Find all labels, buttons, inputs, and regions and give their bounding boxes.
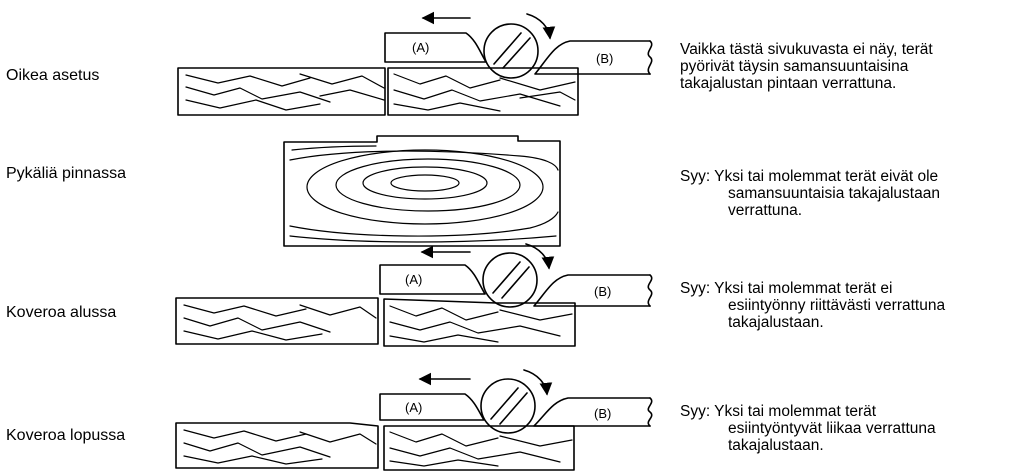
cutter-blade-line [501,266,530,299]
wood-grain [183,429,573,467]
blade-label-a: (A) [405,400,422,415]
cutter-head [482,252,538,308]
note-correct-setting: Vaikka tästä sivukuvasta ei näy, terät p… [680,41,1010,92]
workpiece-outfeed [383,425,575,471]
cutter-blade-line [499,392,528,425]
infeed-table-a [384,32,487,63]
blade-label-a: (A) [405,272,422,287]
row-label-notches-on-surface: Pykäliä pinnassa [6,165,127,182]
rotation-arrow [523,369,553,396]
infeed-table-a [379,393,485,421]
wood-grain [289,145,559,243]
note-line: Syy: Yksi tai molemmat terät [680,403,877,420]
rotation-arrow [525,243,555,270]
note-line: esiintyöntyvät liikaa verrattuna [728,420,936,437]
table-break-mark [647,274,653,307]
note-notches-on-surface: Syy: Yksi tai molemmat terät eivät ole s… [680,168,1010,219]
blade-label-b: (B) [594,406,611,421]
workpiece-outfeed [387,67,579,116]
wood-grain [183,304,573,343]
workpiece-infeed [175,297,379,345]
cutter-blade-line [492,261,521,294]
diagram-notches-on-surface [283,135,561,247]
infeed-table-a [379,264,486,295]
note-line: takajalustan pintaan verrattuna. [680,75,897,92]
workpiece-infeed [175,422,379,469]
cutter-blade-line [493,32,522,65]
diagram-concave-at-start: (A) (B) [175,243,653,347]
note-line: Syy: Yksi tai molemmat terät eivät ole [680,168,939,185]
table-break-mark [647,397,653,427]
blade-label-b: (B) [594,284,611,299]
row-label-concave-at-start: Koveroa alussa [6,304,117,321]
blade-label-b: (B) [596,51,613,66]
outfeed-table-b [533,397,651,427]
rotation-arrow [526,13,556,40]
note-line: Syy: Yksi tai molemmat terät ei [680,280,893,297]
workpiece-outfeed [383,298,576,347]
outfeed-table-b [534,40,651,75]
table-break-mark [647,40,653,75]
note-concave-at-end: Syy: Yksi tai molemmat terät esiintyönty… [680,403,1010,454]
note-line: takajalustaan. [728,437,824,454]
note-line: Vaikka tästä sivukuvasta ei näy, terät [680,41,933,58]
cutter-blade-line [502,37,531,69]
note-line: verrattuna. [728,202,803,219]
note-concave-at-start: Syy: Yksi tai molemmat terät ei esiintyö… [680,280,1010,331]
diagram-concave-at-end: (A) (B) [175,369,653,471]
cutter-head [483,23,539,79]
blade-label-a: (A) [412,40,429,55]
workpiece-infeed [177,67,386,116]
note-line: esiintyönny riittävästi verrattuna [728,297,946,314]
row-label-correct-setting: Oikea asetus [6,67,100,84]
note-line: takajalustaan. [728,314,824,331]
wood-grain [185,73,576,112]
notched-workpiece [283,135,561,247]
outfeed-table-b [533,274,651,307]
cutter-head [480,378,536,434]
diagram-correct-setting: (A) (B) [177,11,653,116]
note-line: pyörivät täysin samansuuntaisina [680,58,909,75]
note-line: samansuuntaisia takajalustaan [728,185,940,202]
row-label-concave-at-end: Koveroa lopussa [6,427,126,444]
cutter-blade-line [490,387,519,420]
